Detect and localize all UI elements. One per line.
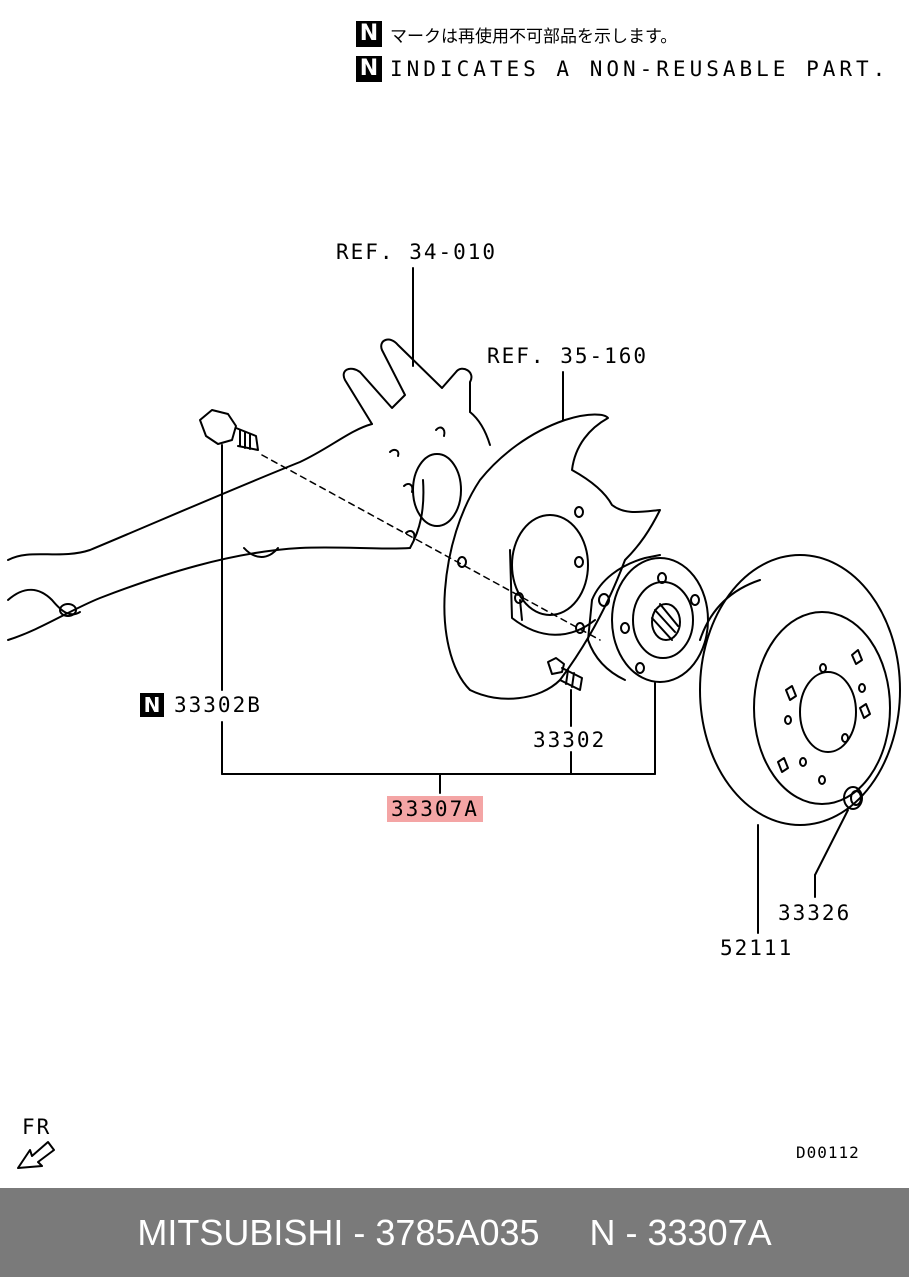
legend-en-row: N INDICATES A NON-REUSABLE PART.	[356, 56, 889, 82]
callout-bolt-non-reusable: N 33302B	[140, 693, 262, 717]
diagram-code: D00112	[796, 1143, 860, 1162]
brake-disc	[699, 554, 901, 826]
hub-bolt-33302	[547, 657, 583, 691]
legend-jp-row: N マークは再使用不可部品を示します。	[356, 21, 677, 47]
callout-hub-assembly-text: 33307A	[387, 796, 483, 822]
callout-bolt-number: 33302B	[174, 693, 262, 717]
direction-label: FR	[22, 1115, 52, 1139]
exploded-diagram	[7, 267, 901, 1169]
callout-brake-disc: 52111	[720, 936, 794, 960]
non-reusable-badge: N	[140, 693, 164, 717]
non-reusable-badge: N	[356, 56, 382, 82]
nut-33326	[843, 786, 863, 810]
callout-nut: 33326	[778, 901, 852, 925]
legend-jp-text: マークは再使用不可部品を示します。	[390, 26, 678, 47]
footer-part-number: MITSUBISHI - 3785A035 N - 33307A	[0, 1188, 909, 1277]
non-reusable-badge: N	[356, 21, 382, 47]
callout-ref-knuckle: REF. 34-010	[336, 240, 498, 264]
legend-en-text: INDICATES A NON-REUSABLE PART.	[390, 57, 890, 81]
footer-text: MITSUBISHI - 3785A035 N - 33307A	[137, 1211, 772, 1253]
backing-plate	[443, 413, 661, 700]
hub-assembly	[587, 554, 709, 683]
knuckle-arm	[7, 338, 491, 641]
callout-ref-backplate: REF. 35-160	[487, 344, 649, 368]
bolt-axis-dashed	[261, 454, 601, 641]
leader-lines	[221, 267, 849, 934]
bolt-33302b	[199, 409, 259, 451]
callout-hub-bolt: 33302	[533, 728, 607, 752]
callout-hub-assembly: 33307A	[387, 796, 483, 822]
front-direction-arrow-icon	[17, 1141, 55, 1169]
